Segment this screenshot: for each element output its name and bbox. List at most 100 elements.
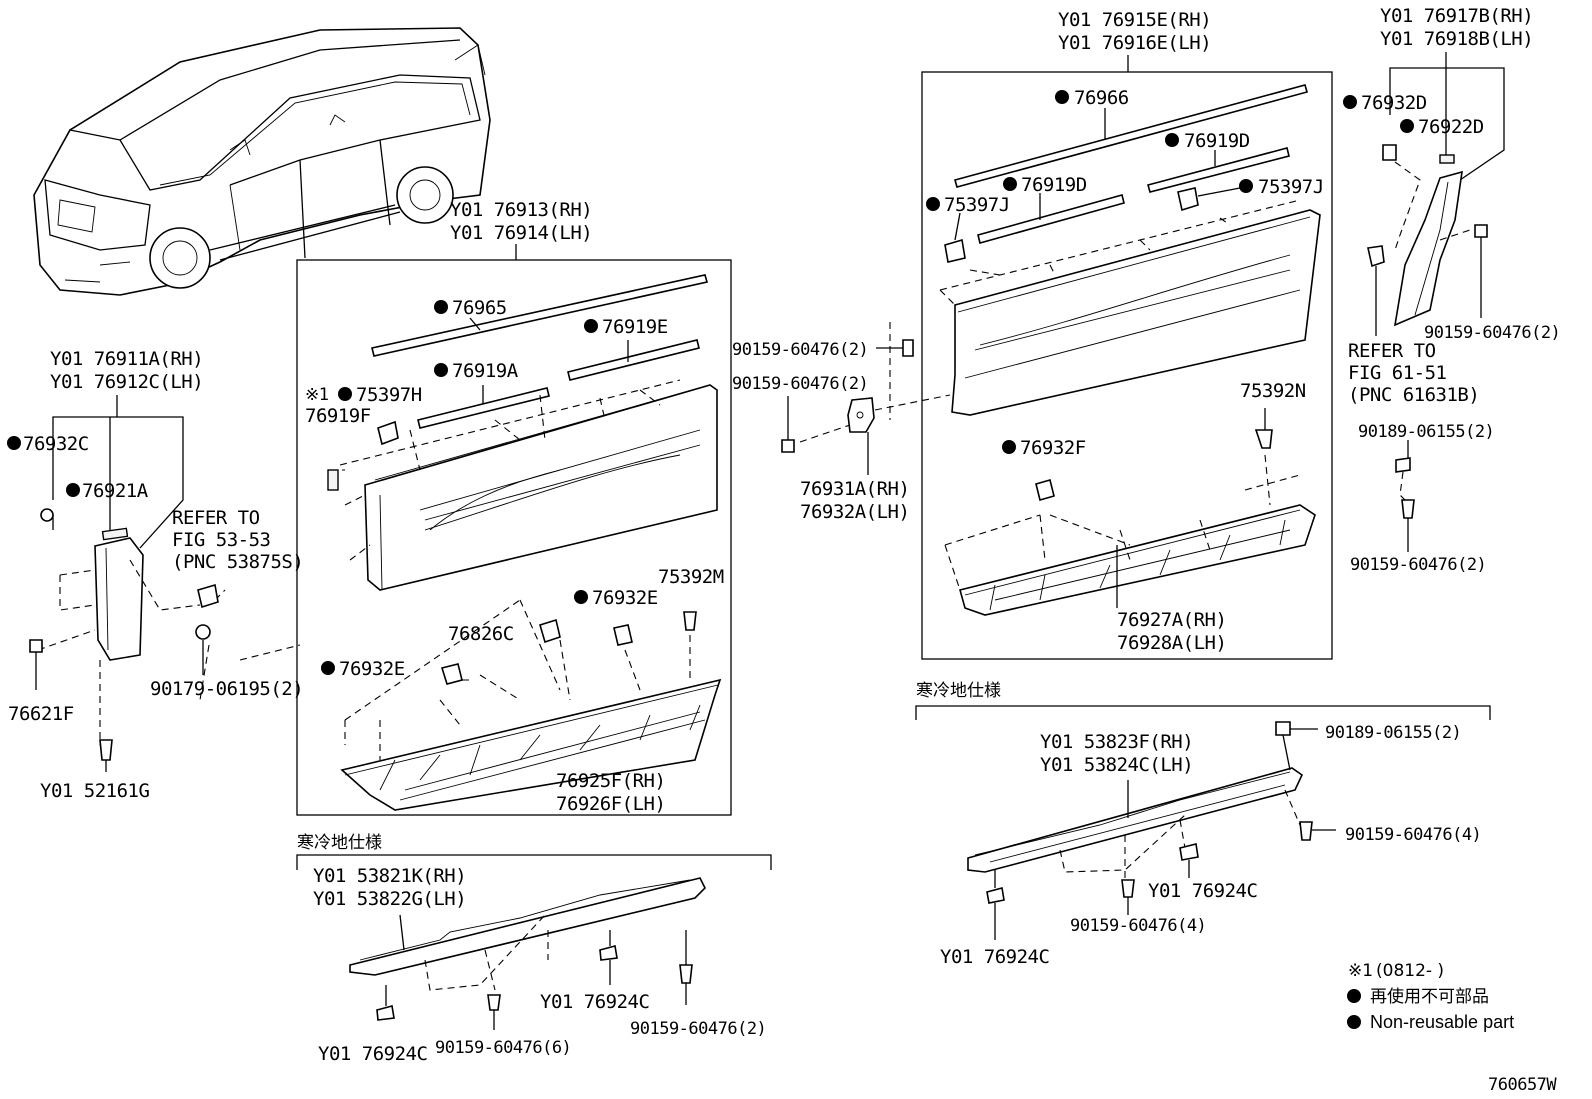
nonreusable-dot-icon [1239,179,1253,193]
label-76928A: 76928A(LH) [1117,632,1226,654]
label-76932E-a: 76932E [592,587,658,609]
label-left-group-lh: Y01 76912C(LH) [50,371,203,393]
rear-quarter-parts [1367,52,1505,552]
label-front-rocker-rh: Y01 53821K(RH) [313,865,466,887]
cold-spec-front-bracket [296,854,772,870]
label-rear-right-lh: Y01 76918B(LH) [1380,28,1533,50]
label-76932D: 76932D [1361,92,1427,114]
legend: ※1 (0812- ) 再使用不可部品 Non-reusable part [1347,961,1514,1032]
diagram-code: 760657W [1488,1075,1557,1095]
label-refer-line3: (PNC 53875S) [172,551,303,573]
label-mid-90159-a: 90159-60476(2) [732,340,868,360]
label-front-90159-6: 90159-60476(6) [435,1038,571,1058]
legend-note1-range: (0812- ) [1376,961,1444,981]
label-front-group-lh: Y01 76914(LH) [450,222,592,244]
label-76965: 76965 [452,297,507,319]
label-76922D: 76922D [1418,116,1484,138]
label-front-76924C-b: Y01 76924C [540,991,649,1013]
label-rear-rocker-lh: Y01 53824C(LH) [1040,754,1193,776]
label-76921A: 76921A [82,480,149,502]
label-rear-group-lh: Y01 76916E(LH) [1058,32,1211,54]
label-76966: 76966 [1074,87,1129,109]
label-rear-90189: 90189-06155(2) [1325,723,1461,743]
nonreusable-dot-icon [66,483,80,497]
label-75397J-a: 75397J [944,194,1010,216]
label-rear-76924C-a: Y01 76924C [1148,880,1257,902]
label-76926F: 76926F(LH) [556,793,665,815]
nonreusable-dot-icon [1400,119,1414,133]
label-52161G: Y01 52161G [40,780,149,802]
nonreusable-dot-icon [584,319,598,333]
nonreusable-dot-icon [1003,177,1017,191]
rear-door-parts [939,84,1321,616]
label-refer-line2: FIG 53-53 [172,529,271,551]
label-note1-mark: ※1 [305,385,329,405]
label-75392N: 75392N [1240,380,1306,402]
nonreusable-dot-icon [338,387,352,401]
label-76925F: 76925F(RH) [556,770,665,792]
legend-note1-mark: ※1 [1348,961,1373,981]
label-front-group-rh: Y01 76913(RH) [450,199,592,221]
front-door-parts [327,274,722,811]
legend-nonreusable-jp: 再使用不可部品 [1370,986,1489,1007]
label-front-76924C-a: Y01 76924C [318,1043,427,1065]
label-76927A: 76927A(RH) [1117,609,1226,631]
front-fender-molding [29,395,301,772]
nonreusable-dot-icon [1347,989,1361,1003]
label-rear-right-rh: Y01 76917B(RH) [1380,5,1533,27]
label-75392M: 75392M [658,566,724,588]
label-rear-76924C-b: Y01 76924C [940,946,1049,968]
nonreusable-dot-icon [1347,1015,1361,1029]
label-front-90159-2: 90159-60476(2) [630,1019,766,1039]
legend-nonreusable-en: Non-reusable part [1370,1012,1514,1032]
rear-door-box [921,71,1333,660]
label-76932A: 76932A(LH) [800,501,909,523]
label-rear-90159-4a: 90159-60476(4) [1345,825,1481,845]
label-rear-90159-4b: 90159-60476(4) [1070,916,1206,936]
label-75397H: 75397H [356,384,422,406]
label-76919D-a: 76919D [1021,174,1087,196]
label-rear-right-90159: 90159-60476(2) [1424,323,1560,343]
label-76826C: 76826C [448,623,514,645]
nonreusable-dot-icon [1165,133,1179,147]
label-refer2-line2: FIG 61-51 [1348,362,1447,384]
label-refer2-line1: REFER TO [1348,340,1436,362]
label-front-rocker-lh: Y01 53822G(LH) [313,888,466,910]
label-rear-group-rh: Y01 76915E(RH) [1058,9,1211,31]
cold-spec-rear-bracket [915,705,1491,720]
nonreusable-dot-icon [7,436,21,450]
nonreusable-dot-icon [926,197,940,211]
label-76621F: 76621F [8,703,74,725]
label-76919D-b: 76919D [1184,130,1250,152]
nonreusable-dot-icon [574,590,588,604]
van-illustration [33,27,491,296]
label-left-group-rh: Y01 76911A(RH) [50,348,203,370]
label-76919A: 76919A [452,360,519,382]
nonreusable-dot-icon [1055,90,1069,104]
label-76931A: 76931A(RH) [800,478,909,500]
label-cold-spec-rear: 寒冷地仕様 [916,681,1001,701]
nonreusable-dot-icon [1002,440,1016,454]
label-76919F: 76919F [305,405,371,427]
nonreusable-dot-icon [321,661,335,675]
label-75397J-b: 75397J [1258,176,1324,198]
label-rear-rocker-rh: Y01 53823F(RH) [1040,731,1193,753]
nonreusable-dot-icon [1343,95,1357,109]
label-90179: 90179-06195(2) [150,678,303,700]
label-76932E-b: 76932E [339,658,405,680]
door-hinge-bracket [781,322,951,475]
label-rear-right-90159-b: 90159-60476(2) [1350,555,1486,575]
label-refer2-line3: (PNC 61631B) [1348,384,1479,406]
front-door-box [296,259,732,816]
nonreusable-dot-icon [434,300,448,314]
front-rocker-parts [349,877,706,1030]
label-76932F: 76932F [1020,437,1086,459]
rear-rocker-parts [967,721,1336,940]
label-refer-line1: REFER TO [172,507,260,529]
label-76932C: 76932C [23,433,89,455]
label-rear-right-90189: 90189-06155(2) [1358,422,1494,442]
label-76919E: 76919E [602,316,668,338]
nonreusable-dot-icon [434,363,448,377]
